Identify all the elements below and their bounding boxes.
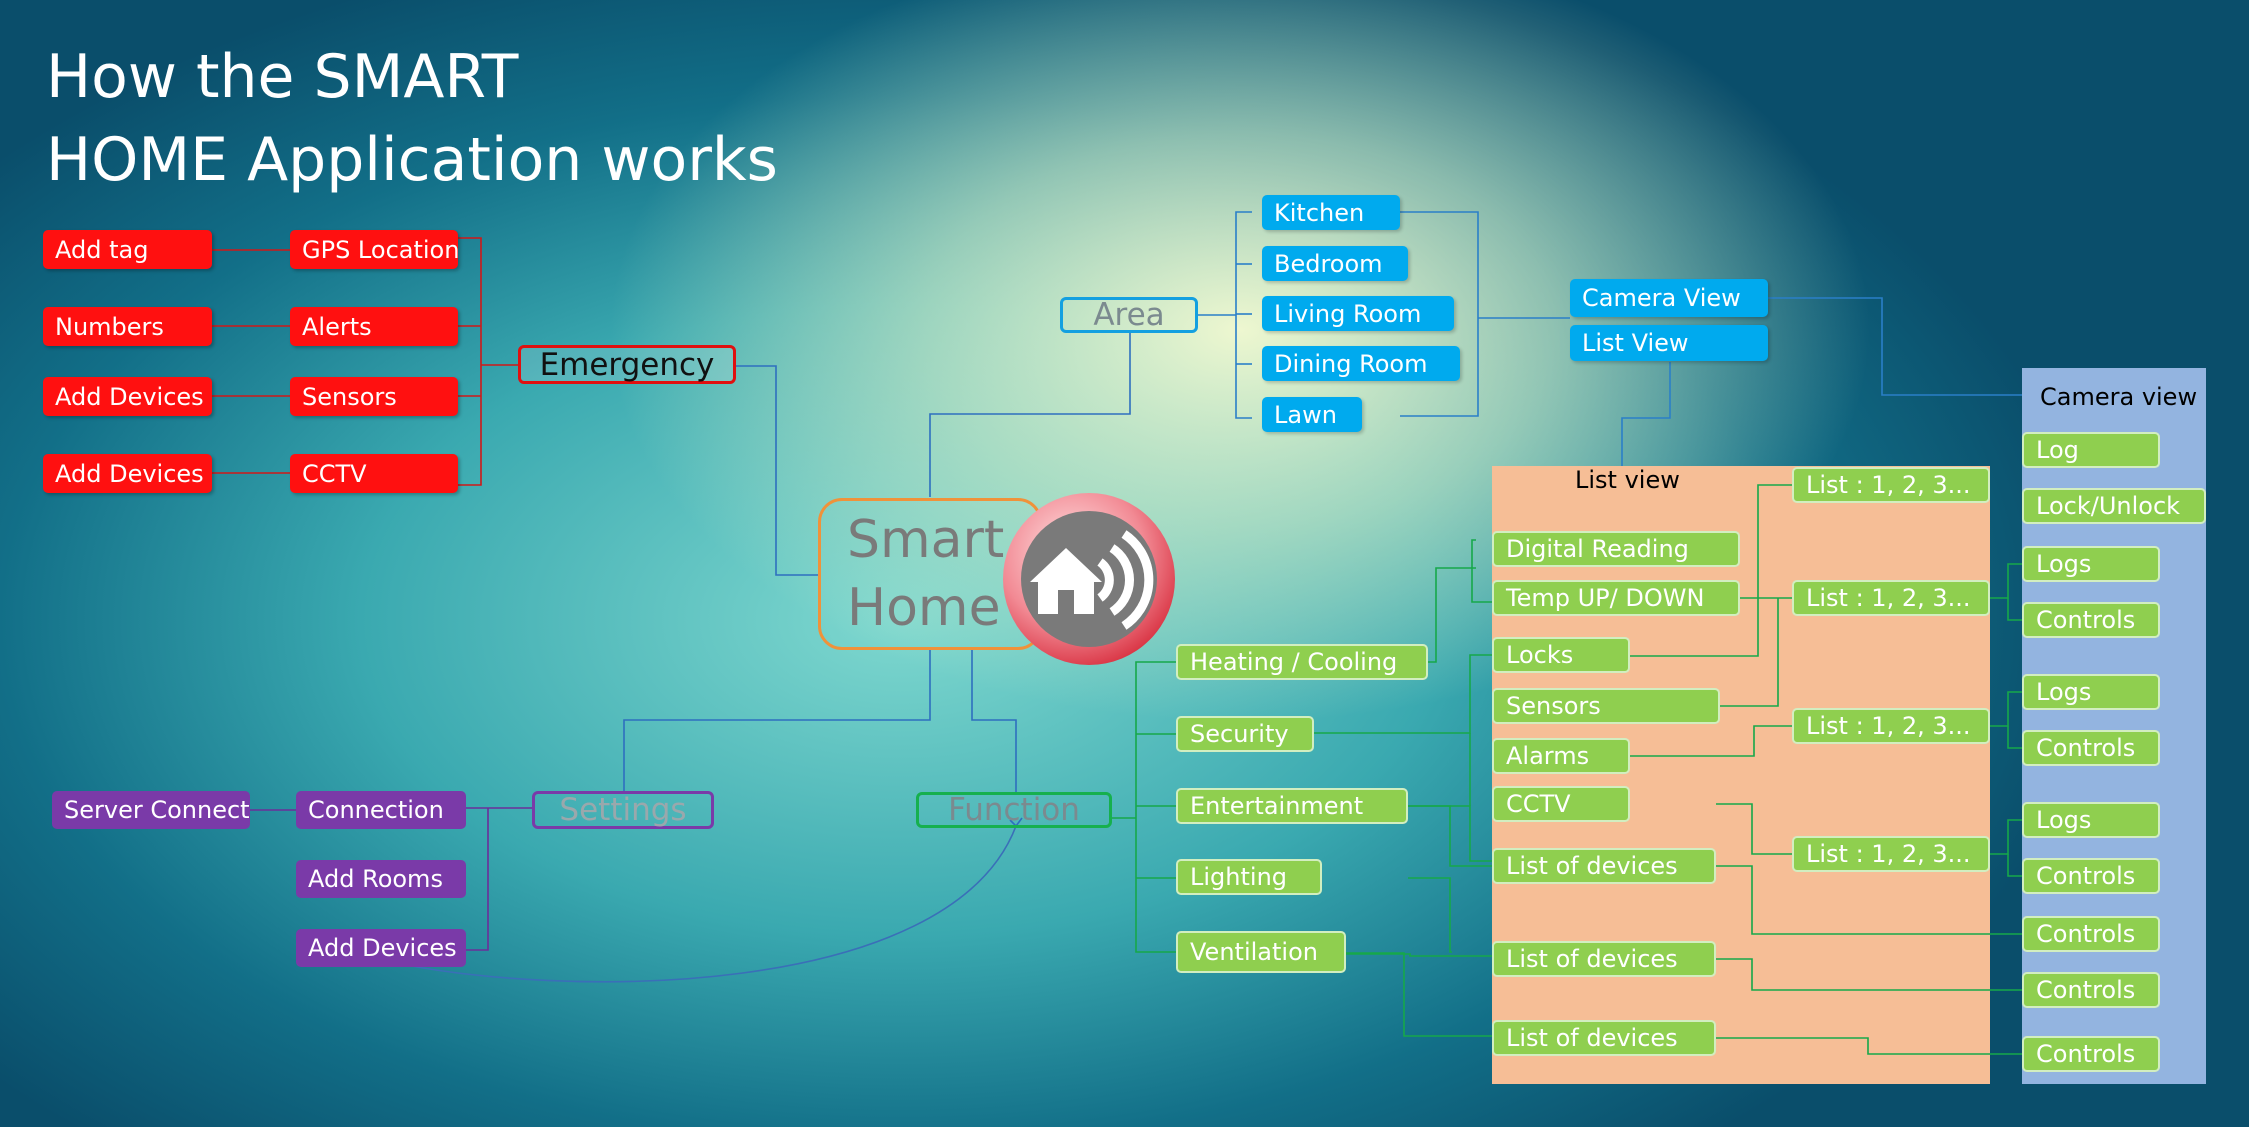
camera-controls-4[interactable]: Controls bbox=[2022, 916, 2160, 952]
list-devices-1[interactable]: List of devices bbox=[1492, 848, 1716, 884]
page-title: How the SMART HOME Application works bbox=[46, 36, 778, 202]
list-digital-reading[interactable]: Digital Reading bbox=[1492, 531, 1740, 567]
emergency-hub[interactable]: Emergency bbox=[518, 345, 736, 384]
list-alarms[interactable]: Alarms bbox=[1492, 738, 1630, 774]
emergency-right-box-2[interactable]: Alerts bbox=[290, 307, 458, 346]
emergency-right-box-1[interactable]: GPS Location bbox=[290, 230, 459, 269]
camera-logs-1[interactable]: Logs bbox=[2022, 546, 2160, 582]
camera-view-panel bbox=[2022, 368, 2206, 1084]
camera-controls-5[interactable]: Controls bbox=[2022, 972, 2160, 1008]
emergency-left-box-1[interactable]: Add tag bbox=[43, 230, 212, 269]
list-sensors[interactable]: Sensors bbox=[1492, 688, 1720, 724]
smart-home-line-1: Smart bbox=[847, 510, 1005, 570]
list-temp-up-down[interactable]: Temp UP/ DOWN bbox=[1492, 580, 1740, 616]
list-cctv[interactable]: CCTV bbox=[1492, 786, 1630, 822]
camera-logs-3[interactable]: Logs bbox=[2022, 802, 2160, 838]
camera-controls-3[interactable]: Controls bbox=[2022, 858, 2160, 894]
page-title-line-2: HOME Application works bbox=[46, 125, 778, 195]
settings-add-devices[interactable]: Add Devices bbox=[296, 929, 466, 967]
camera-logs-2[interactable]: Logs bbox=[2022, 674, 2160, 710]
function-hub[interactable]: Function bbox=[916, 792, 1112, 828]
area-room-kitchen[interactable]: Kitchen bbox=[1262, 195, 1400, 230]
emergency-left-box-3[interactable]: Add Devices bbox=[43, 377, 212, 416]
area-room-bedroom[interactable]: Bedroom bbox=[1262, 246, 1408, 281]
page-title-line-1: How the SMART bbox=[46, 42, 519, 112]
emergency-right-box-4[interactable]: CCTV bbox=[290, 454, 458, 493]
area-room-lawn[interactable]: Lawn bbox=[1262, 397, 1362, 432]
camera-view-button[interactable]: Camera View bbox=[1570, 279, 1768, 317]
settings-connection[interactable]: Connection bbox=[296, 791, 466, 829]
camera-view-panel-title: Camera view bbox=[2040, 383, 2198, 411]
emergency-connectors bbox=[212, 237, 518, 486]
function-entertainment[interactable]: Entertainment bbox=[1176, 788, 1408, 824]
center-connectors bbox=[381, 332, 1131, 983]
camera-lock-unlock[interactable]: Lock/Unlock bbox=[2022, 488, 2206, 524]
function-security[interactable]: Security bbox=[1176, 716, 1314, 752]
settings-add-rooms[interactable]: Add Rooms bbox=[296, 860, 466, 898]
function-connectors bbox=[1112, 484, 2022, 1055]
list-view-button[interactable]: List View bbox=[1570, 325, 1768, 361]
function-heating-cooling[interactable]: Heating / Cooling bbox=[1176, 644, 1428, 680]
camera-controls-2[interactable]: Controls bbox=[2022, 730, 2160, 766]
camera-log[interactable]: Log bbox=[2022, 432, 2160, 468]
function-lighting[interactable]: Lighting bbox=[1176, 859, 1322, 895]
server-connect-box[interactable]: Server Connect bbox=[52, 791, 250, 829]
list-numbers-2[interactable]: List : 1, 2, 3... bbox=[1792, 580, 1990, 616]
emergency-right-box-3[interactable]: Sensors bbox=[290, 377, 458, 416]
list-view-panel bbox=[1492, 466, 1990, 1084]
list-view-panel-title: List view bbox=[1575, 466, 1680, 494]
settings-connectors bbox=[250, 807, 532, 951]
emergency-left-box-2[interactable]: Numbers bbox=[43, 307, 212, 346]
function-ventilation[interactable]: Ventilation bbox=[1176, 931, 1346, 973]
area-room-living[interactable]: Living Room bbox=[1262, 296, 1454, 331]
settings-hub[interactable]: Settings bbox=[532, 791, 714, 829]
area-connectors bbox=[1198, 211, 2022, 466]
area-hub[interactable]: Area bbox=[1060, 297, 1198, 333]
list-locks[interactable]: Locks bbox=[1492, 637, 1630, 673]
list-numbers-1[interactable]: List : 1, 2, 3... bbox=[1792, 467, 1990, 503]
area-room-dining[interactable]: Dining Room bbox=[1262, 346, 1460, 381]
list-numbers-4[interactable]: List : 1, 2, 3... bbox=[1792, 836, 1990, 872]
list-numbers-3[interactable]: List : 1, 2, 3... bbox=[1792, 708, 1990, 744]
emergency-left-box-4[interactable]: Add Devices bbox=[43, 454, 212, 493]
list-devices-3[interactable]: List of devices bbox=[1492, 1020, 1716, 1056]
list-devices-2[interactable]: List of devices bbox=[1492, 941, 1716, 977]
smart-home-logo-icon bbox=[1000, 490, 1178, 668]
camera-controls-1[interactable]: Controls bbox=[2022, 602, 2160, 638]
smart-home-line-2: Home bbox=[847, 578, 1001, 638]
camera-controls-6[interactable]: Controls bbox=[2022, 1036, 2160, 1072]
